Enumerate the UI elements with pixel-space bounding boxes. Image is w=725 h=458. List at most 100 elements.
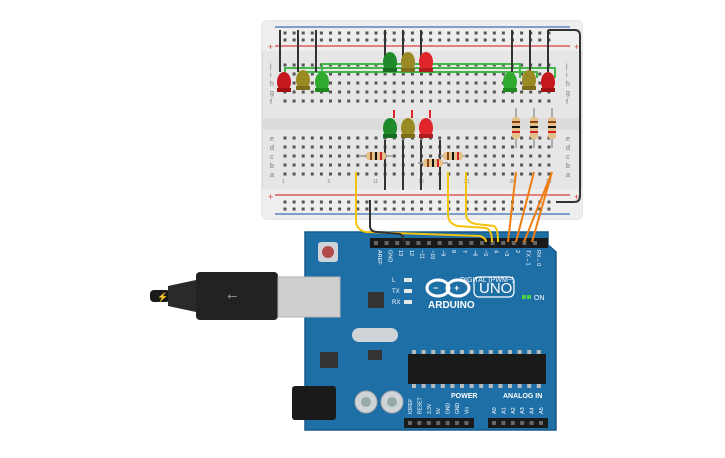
breadboard-hole[interactable] bbox=[429, 207, 433, 211]
header-pin[interactable] bbox=[520, 421, 525, 425]
header-pin[interactable] bbox=[395, 241, 400, 245]
breadboard-hole[interactable] bbox=[329, 99, 332, 103]
breadboard-hole[interactable] bbox=[447, 31, 451, 35]
breadboard-hole[interactable] bbox=[356, 207, 360, 211]
breadboard-hole[interactable] bbox=[356, 90, 360, 94]
breadboard-hole[interactable] bbox=[392, 90, 396, 94]
breadboard-hole[interactable] bbox=[319, 207, 323, 211]
breadboard-hole[interactable] bbox=[292, 200, 296, 204]
breadboard-hole[interactable] bbox=[456, 72, 460, 76]
breadboard-hole[interactable] bbox=[338, 154, 342, 158]
breadboard-hole[interactable] bbox=[529, 200, 533, 204]
breadboard-hole[interactable] bbox=[301, 63, 305, 67]
breadboard-hole[interactable] bbox=[347, 163, 351, 167]
breadboard-hole[interactable] bbox=[329, 154, 332, 158]
leds[interactable] bbox=[277, 52, 555, 138]
breadboard-hole[interactable] bbox=[283, 145, 287, 149]
breadboard-hole[interactable] bbox=[374, 81, 378, 85]
breadboard-hole[interactable] bbox=[410, 163, 414, 167]
breadboard-hole[interactable] bbox=[301, 31, 305, 35]
breadboard-hole[interactable] bbox=[511, 154, 514, 158]
breadboard-hole[interactable] bbox=[301, 163, 305, 167]
breadboard-hole[interactable] bbox=[410, 72, 414, 76]
breadboard-hole[interactable] bbox=[301, 200, 305, 204]
breadboard-hole[interactable] bbox=[520, 81, 524, 85]
breadboard-hole[interactable] bbox=[483, 163, 487, 167]
breadboard-hole[interactable] bbox=[292, 81, 296, 85]
breadboard-hole[interactable] bbox=[410, 200, 414, 204]
breadboard-hole[interactable] bbox=[492, 99, 496, 103]
breadboard-hole[interactable] bbox=[365, 38, 369, 42]
breadboard-hole[interactable] bbox=[301, 207, 305, 211]
breadboard-hole[interactable] bbox=[283, 63, 287, 67]
breadboard-hole[interactable] bbox=[538, 63, 542, 67]
breadboard-hole[interactable] bbox=[338, 81, 342, 85]
breadboard-hole[interactable] bbox=[529, 136, 533, 140]
breadboard-hole[interactable] bbox=[365, 31, 369, 35]
breadboard-hole[interactable] bbox=[547, 154, 551, 158]
breadboard-hole[interactable] bbox=[319, 200, 323, 204]
breadboard-hole[interactable] bbox=[365, 90, 369, 94]
breadboard-hole[interactable] bbox=[356, 163, 360, 167]
breadboard-hole[interactable] bbox=[529, 163, 533, 167]
breadboard-hole[interactable] bbox=[356, 72, 360, 76]
breadboard-hole[interactable] bbox=[538, 99, 542, 103]
breadboard-hole[interactable] bbox=[456, 200, 460, 204]
breadboard-hole[interactable] bbox=[447, 90, 451, 94]
breadboard-hole[interactable] bbox=[520, 200, 524, 204]
breadboard-hole[interactable] bbox=[347, 72, 351, 76]
breadboard-hole[interactable] bbox=[310, 31, 314, 35]
breadboard-hole[interactable] bbox=[474, 207, 478, 211]
breadboard-hole[interactable] bbox=[420, 200, 423, 204]
breadboard-hole[interactable] bbox=[338, 200, 342, 204]
breadboard-hole[interactable] bbox=[392, 163, 396, 167]
breadboard-hole[interactable] bbox=[347, 38, 351, 42]
breadboard-hole[interactable] bbox=[429, 172, 433, 176]
breadboard-hole[interactable] bbox=[438, 38, 442, 42]
breadboard-hole[interactable] bbox=[292, 38, 296, 42]
breadboard-hole[interactable] bbox=[429, 200, 433, 204]
breadboard-hole[interactable] bbox=[474, 90, 478, 94]
breadboard-hole[interactable] bbox=[374, 72, 378, 76]
digital-header-holes[interactable] bbox=[374, 241, 537, 245]
breadboard-hole[interactable] bbox=[292, 99, 296, 103]
breadboard-hole[interactable] bbox=[319, 163, 323, 167]
breadboard-hole[interactable] bbox=[501, 99, 505, 103]
black-ground-wire[interactable] bbox=[369, 200, 405, 243]
breadboard-hole[interactable] bbox=[492, 145, 496, 149]
breadboard-hole[interactable] bbox=[292, 72, 296, 76]
header-pin[interactable] bbox=[417, 421, 422, 425]
breadboard-hole[interactable] bbox=[392, 200, 396, 204]
breadboard-hole[interactable] bbox=[392, 207, 396, 211]
breadboard-hole[interactable] bbox=[365, 163, 369, 167]
breadboard-hole[interactable] bbox=[465, 38, 469, 42]
breadboard-hole[interactable] bbox=[511, 163, 514, 167]
breadboard-hole[interactable] bbox=[401, 90, 405, 94]
breadboard-hole[interactable] bbox=[310, 154, 314, 158]
breadboard-hole[interactable] bbox=[456, 90, 460, 94]
breadboard-hole[interactable] bbox=[456, 99, 460, 103]
breadboard-hole[interactable] bbox=[329, 72, 332, 76]
breadboard-hole[interactable] bbox=[538, 90, 542, 94]
orange-wire-3[interactable] bbox=[523, 171, 553, 243]
breadboard-hole[interactable] bbox=[410, 31, 414, 35]
breadboard-hole[interactable] bbox=[383, 90, 387, 94]
breadboard-hole[interactable] bbox=[429, 154, 433, 158]
breadboard-hole[interactable] bbox=[465, 99, 469, 103]
breadboard-hole[interactable] bbox=[465, 31, 469, 35]
breadboard-hole[interactable] bbox=[501, 145, 505, 149]
breadboard-hole[interactable] bbox=[347, 81, 351, 85]
breadboard-hole[interactable] bbox=[347, 90, 351, 94]
breadboard-hole[interactable] bbox=[429, 90, 433, 94]
breadboard-hole[interactable] bbox=[347, 207, 351, 211]
breadboard-hole[interactable] bbox=[483, 172, 487, 176]
breadboard-hole[interactable] bbox=[474, 38, 478, 42]
breadboard-hole[interactable] bbox=[501, 31, 505, 35]
breadboard-hole[interactable] bbox=[365, 172, 369, 176]
breadboard-hole[interactable] bbox=[283, 207, 287, 211]
breadboard-hole[interactable] bbox=[301, 90, 305, 94]
breadboard-hole[interactable] bbox=[392, 172, 396, 176]
breadboard-hole[interactable] bbox=[492, 154, 496, 158]
resistor-3[interactable] bbox=[440, 152, 466, 160]
